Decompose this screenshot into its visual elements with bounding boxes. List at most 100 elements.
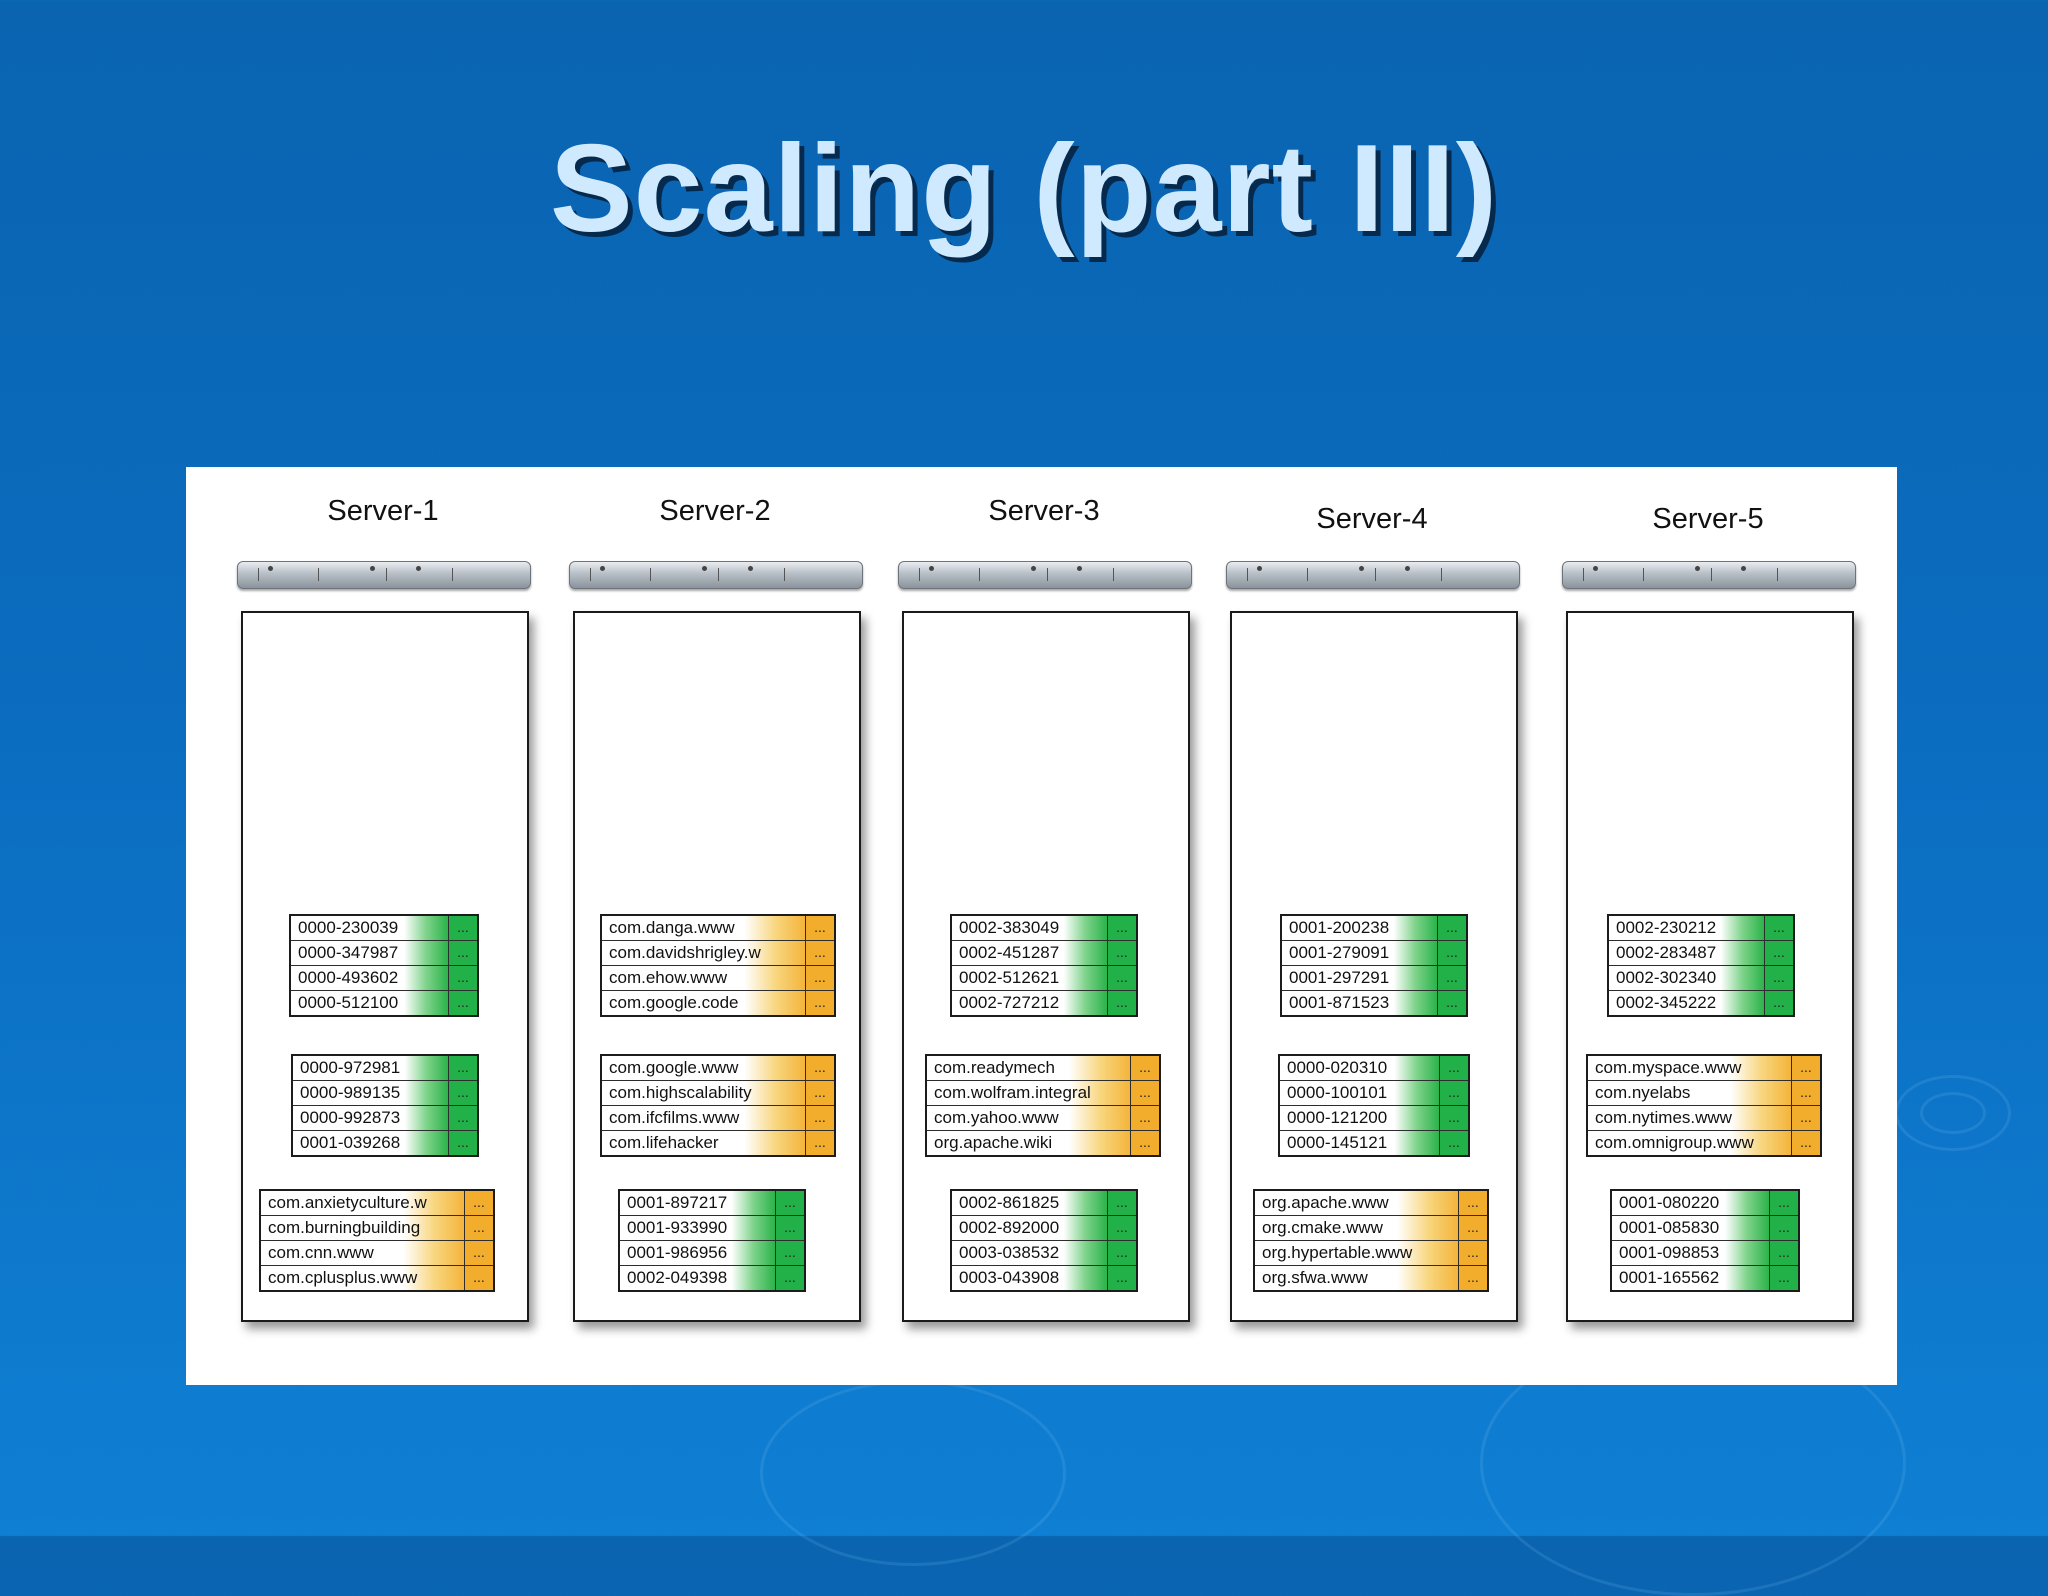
row-key: 0000-020310: [1280, 1056, 1440, 1080]
tablet-row: 0002-861825...: [952, 1191, 1136, 1216]
row-key: 0000-972981: [293, 1056, 449, 1080]
row-key: org.sfwa.www: [1255, 1266, 1459, 1290]
row-ellipsis: ...: [1459, 1241, 1487, 1265]
row-key: 0002-345222: [1609, 991, 1765, 1015]
rack-divider: [1711, 568, 1712, 581]
row-key: 0001-165562: [1612, 1266, 1770, 1290]
tablet-row: 0000-100101...: [1280, 1081, 1468, 1106]
row-ellipsis: ...: [1108, 991, 1136, 1015]
row-key: 0001-871523: [1282, 991, 1438, 1015]
row-ellipsis: ...: [1459, 1191, 1487, 1215]
tablet-row: 0002-727212...: [952, 991, 1136, 1015]
row-key: 0002-451287: [952, 941, 1108, 965]
row-ellipsis: ...: [806, 941, 834, 965]
row-key: 0003-038532: [952, 1241, 1108, 1265]
row-key: 0000-512100: [291, 991, 449, 1015]
tablet-row: 0002-283487...: [1609, 941, 1793, 966]
tablet-green: 0000-020310...0000-100101...0000-121200.…: [1278, 1054, 1470, 1157]
rack-divider: [452, 568, 453, 581]
tablet-row: com.google.code...: [602, 991, 834, 1015]
tablet-row: org.apache.www...: [1255, 1191, 1487, 1216]
rack-led-icon: [600, 566, 605, 571]
row-key: 0002-283487: [1609, 941, 1765, 965]
tablet-row: com.readymech...: [927, 1056, 1159, 1081]
row-key: 0002-861825: [952, 1191, 1108, 1215]
row-ellipsis: ...: [1765, 941, 1793, 965]
rack-server-icon: [1562, 561, 1856, 589]
rack-divider: [1307, 568, 1308, 581]
row-ellipsis: ...: [1108, 941, 1136, 965]
row-ellipsis: ...: [1108, 916, 1136, 940]
tablet-row: 0003-038532...: [952, 1241, 1136, 1266]
row-key: com.ifcfilms.www: [602, 1106, 806, 1130]
row-ellipsis: ...: [1440, 1131, 1468, 1155]
row-key: 0002-892000: [952, 1216, 1108, 1240]
tablet-row: 0002-892000...: [952, 1216, 1136, 1241]
row-ellipsis: ...: [449, 941, 477, 965]
row-ellipsis: ...: [1459, 1266, 1487, 1290]
row-ellipsis: ...: [449, 1131, 477, 1155]
row-ellipsis: ...: [806, 1056, 834, 1080]
rack-divider: [258, 568, 259, 581]
server-name: Server-3: [988, 495, 1100, 527]
tablet-row: 0002-230212...: [1609, 916, 1793, 941]
tablet-row: com.burningbuilding...: [261, 1216, 493, 1241]
row-key: 0000-989135: [293, 1081, 449, 1105]
row-ellipsis: ...: [449, 966, 477, 990]
row-key: 0002-512621: [952, 966, 1108, 990]
tablet-row: 0001-080220...: [1612, 1191, 1798, 1216]
row-ellipsis: ...: [1765, 991, 1793, 1015]
rack-led-icon: [1359, 566, 1364, 571]
row-key: 0000-230039: [291, 916, 449, 940]
tablet-green: 0002-230212...0002-283487...0002-302340.…: [1607, 914, 1795, 1017]
rack-server-icon: [898, 561, 1192, 589]
row-key: com.danga.www: [602, 916, 806, 940]
row-ellipsis: ...: [1770, 1266, 1798, 1290]
tablet-row: 0001-933990...: [620, 1216, 804, 1241]
tablet-orange: com.anxietyculture.w...com.burningbuildi…: [259, 1189, 495, 1292]
rack-divider: [919, 568, 920, 581]
row-key: org.hypertable.www: [1255, 1241, 1459, 1265]
tablet-row: org.sfwa.www...: [1255, 1266, 1487, 1290]
row-ellipsis: ...: [1108, 1266, 1136, 1290]
row-ellipsis: ...: [1792, 1056, 1820, 1080]
row-ellipsis: ...: [1440, 1081, 1468, 1105]
row-key: com.omnigroup.www: [1588, 1131, 1792, 1155]
row-ellipsis: ...: [1108, 1216, 1136, 1240]
row-key: 0000-347987: [291, 941, 449, 965]
row-ellipsis: ...: [1765, 916, 1793, 940]
tablet-row: 0001-871523...: [1282, 991, 1466, 1015]
row-key: org.apache.www: [1255, 1191, 1459, 1215]
row-ellipsis: ...: [1108, 966, 1136, 990]
row-ellipsis: ...: [1108, 1241, 1136, 1265]
tablet-green: 0000-972981...0000-989135...0000-992873.…: [291, 1054, 479, 1157]
row-key: com.nytimes.www: [1588, 1106, 1792, 1130]
tablet-row: 0002-345222...: [1609, 991, 1793, 1015]
tablet-row: 0001-897217...: [620, 1191, 804, 1216]
row-key: 0002-302340: [1609, 966, 1765, 990]
row-ellipsis: ...: [806, 991, 834, 1015]
tablet-row: com.ifcfilms.www...: [602, 1106, 834, 1131]
tablet-row: 0002-302340...: [1609, 966, 1793, 991]
row-ellipsis: ...: [1131, 1056, 1159, 1080]
row-ellipsis: ...: [1459, 1216, 1487, 1240]
row-key: 0001-897217: [620, 1191, 776, 1215]
tablet-row: 0001-279091...: [1282, 941, 1466, 966]
row-ellipsis: ...: [1765, 966, 1793, 990]
row-key: com.myspace.www: [1588, 1056, 1792, 1080]
row-key: com.cnn.www: [261, 1241, 465, 1265]
rack-server-icon: [569, 561, 863, 589]
rack-divider: [1643, 568, 1644, 581]
rack-led-icon: [1695, 566, 1700, 571]
row-key: 0000-121200: [1280, 1106, 1440, 1130]
server-name: Server-5: [1652, 503, 1764, 535]
tablet-row: 0000-512100...: [291, 991, 477, 1015]
row-key: 0001-297291: [1282, 966, 1438, 990]
row-ellipsis: ...: [806, 1131, 834, 1155]
rack-led-icon: [1405, 566, 1410, 571]
rack-server-icon: [237, 561, 531, 589]
row-ellipsis: ...: [776, 1266, 804, 1290]
rack-divider: [650, 568, 651, 581]
